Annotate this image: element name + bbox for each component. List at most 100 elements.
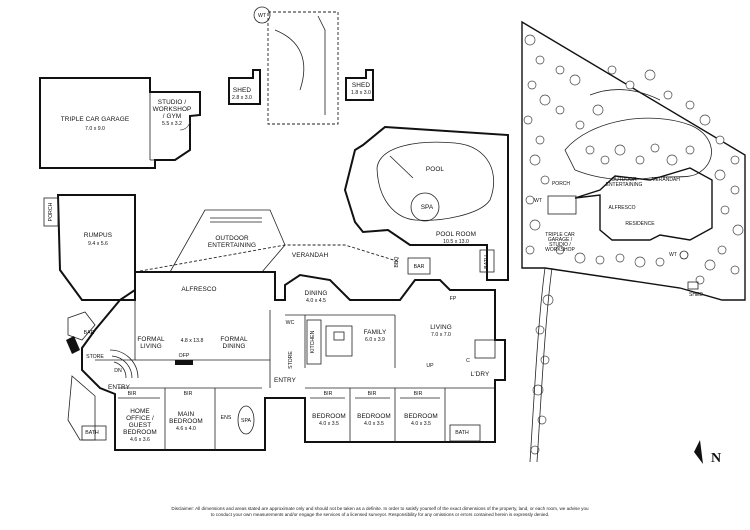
living-name: LIVING: [430, 324, 452, 331]
rumpus-dim: 9.4 x 5.6: [88, 241, 108, 247]
garage-block: TRIPLE CAR GARAGE 7.0 x 9.0 STUDIO / WOR…: [39, 77, 201, 169]
shed-left-dim: 2.8 x 3.0: [232, 95, 252, 101]
bed3-dim: 4.0 x 3.5: [411, 421, 431, 427]
site-residence: RESIDENCE: [625, 221, 655, 227]
bir-office-label: BIR: [128, 391, 137, 397]
office-name-2: OFFICE /: [126, 415, 154, 422]
tree-icon: [634, 256, 646, 268]
garage-name: TRIPLE CAR GARAGE: [61, 116, 129, 123]
tree-icon: [592, 104, 604, 116]
pool-bath-label: BATH: [484, 255, 490, 269]
bir-bed2-label: BIR: [368, 391, 377, 397]
tree-icon: [607, 65, 617, 75]
bbq-label: BBQ: [394, 257, 400, 268]
tree-icon: [635, 155, 645, 165]
site-verandah: VERANDAH: [652, 177, 680, 183]
pool-bar-label: BAR: [414, 264, 425, 270]
tree-icon: [540, 175, 550, 185]
c-label: C: [466, 358, 470, 364]
ens-spa-label: SPA: [241, 418, 252, 424]
tree-icon: [574, 252, 586, 264]
dining-dim: 4.0 x 4.5: [306, 298, 326, 304]
shed-right-dim: 1.8 x 3.0: [351, 90, 371, 96]
site-garage-1: TRIPLE CAR: [545, 232, 575, 238]
shed-left-name: SHED: [233, 87, 251, 94]
tree-icon: [585, 145, 595, 155]
tree-icon: [595, 255, 605, 265]
office-name-1: HOME: [130, 408, 150, 415]
site-alfresco: ALFRESCO: [609, 205, 636, 211]
living-dim: 7.0 x 7.0: [431, 332, 451, 338]
tree-icon: [523, 115, 533, 125]
tree-icon: [715, 135, 725, 145]
kitchen-name: KITCHEN: [310, 330, 316, 353]
site-garage-2: GARAGE /: [548, 237, 573, 243]
site-trees: [523, 34, 744, 455]
tree-icon: [525, 195, 535, 205]
site-wt: WT: [534, 198, 542, 204]
main-house: RUMPUS 9.4 x 5.6 PORCH OUTDOOR ENTERTAIN…: [43, 194, 506, 451]
tree-icon: [699, 114, 711, 126]
studio-name-2: WORKSHOP: [153, 106, 192, 113]
north-label: N: [711, 451, 721, 466]
office-name-4: BEDROOM: [123, 429, 157, 436]
bed2-name: BEDROOM: [357, 413, 391, 420]
tree-icon: [529, 219, 541, 231]
pool-name: POOL: [426, 166, 445, 173]
tree-icon: [615, 253, 625, 263]
tree-icon: [685, 145, 695, 155]
site-wt-2: WT: [669, 252, 677, 258]
pool-room: POOL SPA POOL ROOM 10.5 x 13.0 BAR BBQ B…: [343, 125, 509, 302]
tree-icon: [535, 135, 545, 145]
tree-icon: [614, 144, 626, 156]
ofp-label: OFP: [179, 353, 190, 359]
site-garage-4: WORKSHOP: [545, 247, 575, 253]
bir-bed3-label: BIR: [414, 391, 423, 397]
tree-icon: [600, 155, 610, 165]
alfresco-name: ALFRESCO: [181, 286, 216, 293]
family-dim: 6.0 x 3.9: [365, 337, 385, 343]
site-porch: PORCH: [552, 181, 570, 187]
tree-icon: [695, 275, 705, 285]
tree-icon: [527, 80, 537, 90]
tree-icon: [535, 325, 545, 335]
tree-icon: [714, 169, 726, 181]
tree-icon: [535, 55, 545, 65]
yard-top: WT SHED 2.8 x 3.0 SHED 1.8 x 3.0: [228, 6, 374, 125]
bath-left-label: BATH: [85, 430, 99, 436]
studio-name-3: / GYM: [163, 113, 182, 120]
tree-icon: [730, 265, 740, 275]
tree-icon: [666, 154, 678, 166]
tree-icon: [532, 384, 544, 396]
pool-room-dim: 10.5 x 13.0: [443, 239, 469, 245]
porch-left-label: PORCH: [48, 202, 54, 221]
formal-dining-2: DINING: [223, 343, 246, 350]
tree-icon: [717, 245, 727, 255]
garage-dim: 7.0 x 9.0: [85, 126, 105, 132]
main-bed-dim: 4.6 x 4.0: [176, 426, 196, 432]
tree-icon: [644, 69, 656, 81]
tree-icon: [575, 120, 585, 130]
bed3-name: BEDROOM: [404, 413, 438, 420]
tree-icon: [524, 34, 536, 46]
tree-icon: [555, 245, 565, 255]
tree-icon: [529, 154, 541, 166]
tree-icon: [569, 74, 581, 86]
bed2-dim: 4.0 x 3.5: [364, 421, 384, 427]
bar-left-label: BAR: [84, 330, 95, 336]
bir-main-label: BIR: [184, 391, 193, 397]
tree-icon: [704, 259, 716, 271]
outdoor-name-2: ENTERTAINING: [208, 242, 256, 249]
tree-icon: [655, 257, 665, 267]
formal-dim: 4.8 x 13.8: [181, 338, 204, 344]
formal-living-2: LIVING: [140, 343, 162, 350]
office-dim: 4.6 x 3.6: [130, 437, 150, 443]
tree-icon: [685, 100, 695, 110]
tree-icon: [539, 94, 551, 106]
main-bed-name-2: BEDROOM: [169, 418, 203, 425]
bath-right-label: BATH: [455, 430, 469, 436]
pool-spa-name: SPA: [421, 204, 434, 211]
wc-label: WC: [286, 320, 295, 326]
tree-icon: [720, 205, 730, 215]
